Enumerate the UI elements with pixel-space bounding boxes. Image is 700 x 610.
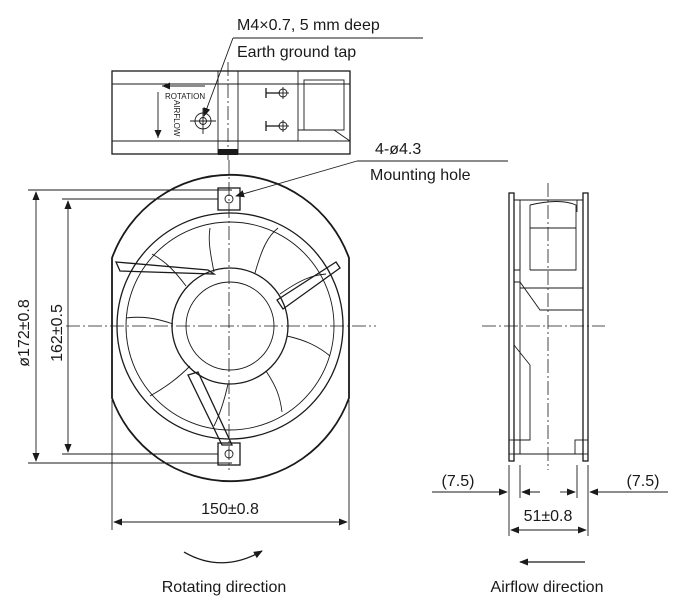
dim-hole-pitch-text: 162±0.5 bbox=[49, 304, 66, 362]
top-view-terminal-block bbox=[303, 79, 345, 131]
dim-flange-right-text: (7.5) bbox=[627, 473, 660, 490]
front-view bbox=[66, 160, 376, 482]
hole-spec-text: 4-ø4.3 bbox=[375, 141, 421, 158]
tap-annotation: M4×0.7, 5 mm deep Earth ground tap bbox=[203, 17, 423, 117]
hole-name-text: Mounting hole bbox=[370, 167, 471, 184]
hole-annotation: 4-ø4.3 Mounting hole bbox=[235, 141, 508, 198]
tap-spec-text: M4×0.7, 5 mm deep bbox=[237, 17, 380, 34]
dim-hole-pitch: 162±0.5 bbox=[49, 198, 218, 455]
dim-width-text: 150±0.8 bbox=[201, 501, 259, 518]
rotating-direction-arrow-icon bbox=[183, 550, 263, 564]
side-front-flange bbox=[508, 192, 515, 462]
terminal-lower bbox=[265, 120, 289, 132]
side-upper-rib bbox=[514, 199, 521, 271]
top-view: ROTATION AIRFLOW bbox=[111, 62, 351, 160]
rotation-mark-label: ROTATION bbox=[165, 92, 205, 101]
rotating-direction-caption: Rotating direction bbox=[162, 579, 287, 596]
dim-flange-right: (7.5) bbox=[560, 465, 668, 536]
dim-outer-diameter: ø172±0.8 bbox=[16, 189, 232, 464]
ground-tap-symbol bbox=[190, 108, 216, 134]
dim-flange-left-text: (7.5) bbox=[442, 473, 475, 490]
housing-outline bbox=[111, 174, 350, 482]
dim-flange-left: (7.5) bbox=[432, 465, 540, 536]
airflow-mark-label: AIRFLOW bbox=[172, 100, 181, 137]
dim-width: 150±0.8 bbox=[111, 400, 350, 530]
tap-leader-arrow bbox=[203, 37, 234, 117]
side-spoke-upper bbox=[514, 281, 583, 311]
dim-depth: 51±0.8 bbox=[510, 508, 587, 534]
impeller-blades bbox=[125, 227, 331, 427]
dim-depth-text: 51±0.8 bbox=[524, 508, 573, 525]
tap-name-text: Earth ground tap bbox=[237, 44, 356, 61]
top-view-outline bbox=[111, 70, 351, 155]
spokes bbox=[114, 261, 341, 446]
side-spoke-lower bbox=[513, 344, 531, 441]
terminal-upper bbox=[265, 87, 289, 99]
side-view bbox=[482, 183, 605, 470]
top-view-wedge bbox=[298, 129, 351, 142]
dim-outer-diameter-text: ø172±0.8 bbox=[16, 299, 33, 367]
airflow-direction-caption: Airflow direction bbox=[491, 579, 604, 596]
airflow-arrow-icon bbox=[154, 92, 162, 138]
hole-leader-arrow bbox=[235, 160, 358, 198]
side-motor-block bbox=[529, 201, 577, 271]
side-rear-flange bbox=[582, 192, 589, 462]
rotation-arrow-icon bbox=[162, 82, 205, 90]
